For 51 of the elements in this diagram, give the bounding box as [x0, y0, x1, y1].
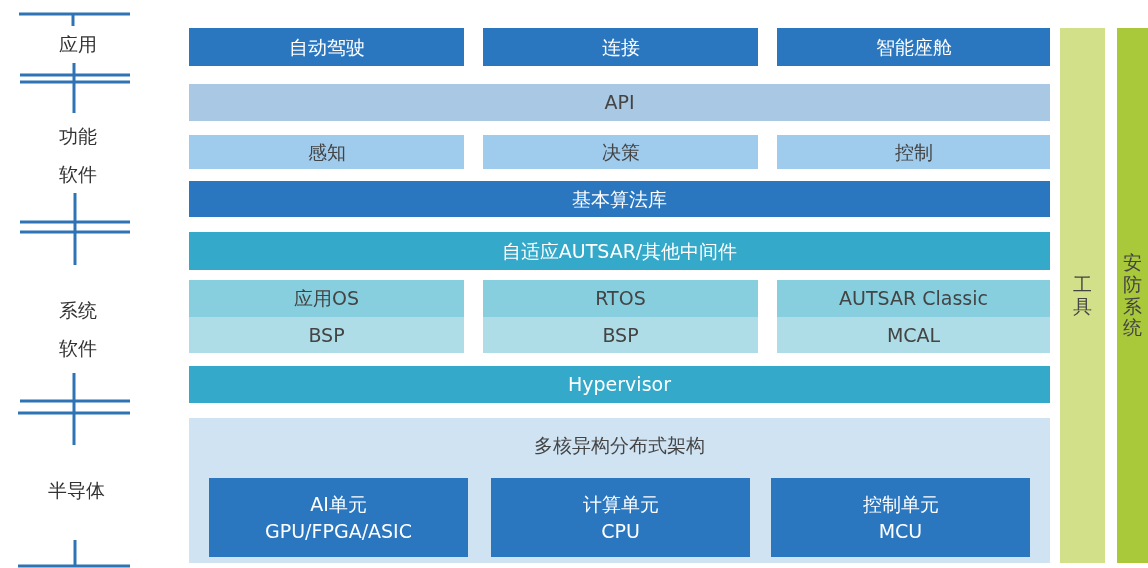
layer-label: 安防系统 [1122, 251, 1143, 340]
layer-label: 感知 [307, 139, 346, 165]
layer-box [189, 28, 464, 66]
layer-label: RTOS [595, 286, 646, 312]
layer-box [777, 280, 1050, 317]
layer-label: 自动驾驶 [288, 34, 365, 60]
layer-box [777, 28, 1050, 66]
layer-label: 智能座舱 [875, 34, 952, 60]
layer-box [491, 478, 750, 557]
layer-box [209, 478, 468, 557]
layer-label: AUTSAR Classic [839, 286, 988, 312]
layer-box [771, 478, 1030, 557]
layer-label: Hypervisor [568, 372, 671, 398]
layer-category-label: 功能软件 [58, 124, 98, 187]
layer-label: MCU [878, 518, 923, 544]
layer-box [483, 280, 758, 317]
layer-label: 基本算法库 [572, 186, 667, 212]
side-bar [1117, 28, 1148, 563]
layer-box [189, 232, 1050, 270]
layer-category-label: 应用 [58, 32, 98, 57]
layer-box [189, 280, 464, 317]
layer-label: API [604, 90, 635, 116]
layer-box [483, 28, 758, 66]
layer-box [483, 317, 758, 353]
layer-label: 计算单元 [582, 491, 659, 517]
layer-label: MCAL [886, 322, 941, 348]
layer-box [777, 135, 1050, 169]
layer-box [483, 135, 758, 169]
side-bar [1060, 28, 1105, 563]
layer-label: AI单元 [310, 491, 367, 517]
architecture-panel [189, 418, 1050, 563]
layer-box [189, 135, 464, 169]
layer-box [189, 366, 1050, 403]
layer-label: 自适应AUTSAR/其他中间件 [501, 238, 738, 264]
layer-box [189, 317, 464, 353]
layer-category-label: 系统软件 [58, 298, 98, 361]
layer-label: 多核异构分布式架构 [534, 433, 705, 458]
layer-box [777, 317, 1050, 353]
layer-label: BSP [602, 322, 639, 348]
layer-label: 工具 [1072, 273, 1093, 318]
layer-label: 控制 [894, 139, 933, 165]
layer-label: 控制单元 [862, 491, 939, 517]
layer-category-label: 半导体 [47, 478, 105, 503]
layer-label: 应用OS [294, 286, 359, 312]
layer-box [189, 84, 1050, 121]
layer-label: 连接 [601, 34, 640, 60]
layer-label: CPU [601, 518, 640, 544]
layer-label: 决策 [601, 139, 640, 165]
layer-box [189, 181, 1050, 217]
layer-label: GPU/FPGA/ASIC [265, 518, 412, 544]
layer-label: BSP [308, 322, 345, 348]
